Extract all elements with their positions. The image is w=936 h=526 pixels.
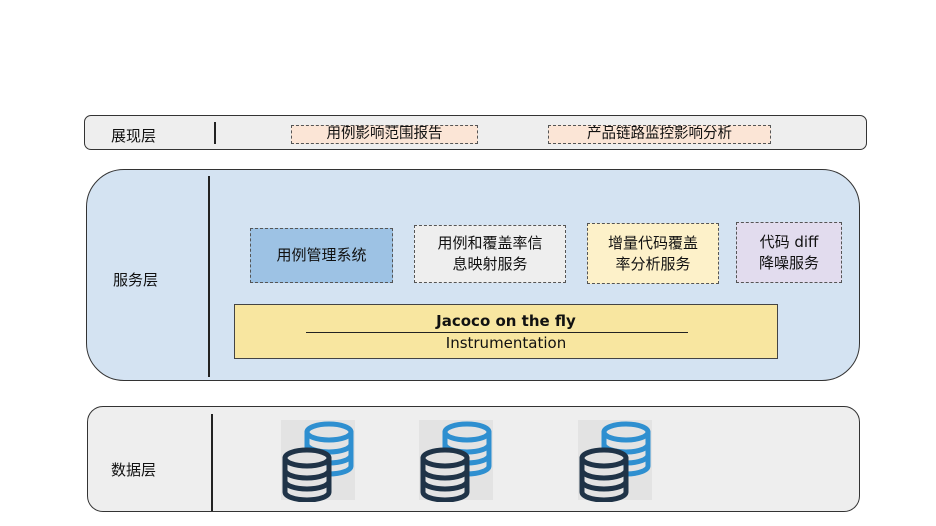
presentation-layer: 展现层 用例影响范围报告 产品链路监控影响分析 <box>84 115 867 150</box>
data-layer-divider <box>211 414 213 511</box>
data-layer: 数据层 <box>87 406 860 512</box>
presentation-layer-label: 展现层 <box>111 127 157 145</box>
diff-denoise-line-1: 代码 diff <box>759 232 819 251</box>
case-impact-report-tag: 用例影响范围报告 <box>291 125 478 144</box>
database-icon <box>415 416 497 502</box>
product-link-monitor-tag: 产品链路监控影响分析 <box>548 125 771 144</box>
jacoco-separator <box>306 332 688 333</box>
case-management-system-box: 用例管理系统 <box>250 228 393 283</box>
case-management-system-label: 用例管理系统 <box>276 246 367 264</box>
case-coverage-mapping-line-1: 用例和覆盖率信 <box>437 234 543 252</box>
database-icon <box>277 416 359 502</box>
jacoco-subtitle: Instrumentation <box>445 334 567 352</box>
presentation-layer-divider <box>214 122 216 144</box>
diff-denoise-box: 代码 diff 降噪服务 <box>736 222 842 283</box>
case-coverage-mapping-box: 用例和覆盖率信 息映射服务 <box>414 225 566 283</box>
diff-denoise-line-2: 降噪服务 <box>758 253 819 272</box>
incremental-coverage-box: 增量代码覆盖 率分析服务 <box>587 223 719 284</box>
jacoco-instrumentation-box: Jacoco on the fly Instrumentation <box>234 304 778 359</box>
data-layer-label: 数据层 <box>111 461 157 479</box>
service-layer-divider <box>208 176 210 377</box>
case-coverage-mapping-line-2: 息映射服务 <box>452 255 528 273</box>
jacoco-title: Jacoco on the fly <box>436 312 576 330</box>
database-icon <box>574 416 656 502</box>
incremental-coverage-line-1: 增量代码覆盖 <box>607 233 698 252</box>
incremental-coverage-line-2: 率分析服务 <box>615 254 691 273</box>
service-layer-label: 服务层 <box>113 271 159 289</box>
service-layer: 服务层 用例管理系统 用例和覆盖率信 息映射服务 增量代码覆盖 率分析服务 代码… <box>86 169 860 381</box>
